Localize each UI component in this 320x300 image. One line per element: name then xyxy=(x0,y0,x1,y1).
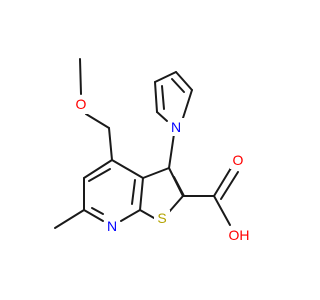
bond-c4-c3a xyxy=(111,159,144,179)
bond-c6-n7 xyxy=(83,209,104,222)
bond-c7a-c3a-double xyxy=(131,179,136,205)
bond-carbonyl xyxy=(213,167,232,197)
bond-pyrrole-c5-n xyxy=(156,111,168,122)
hydroxyl-group-label: OH xyxy=(229,227,250,243)
bond-pyrrole-c4-c5 xyxy=(154,81,158,113)
pyrrole-nitrogen-label: N xyxy=(171,119,181,135)
atom-label-pyrrole-nitrogen: N xyxy=(168,118,184,136)
bond-c3-n1-pyrrole xyxy=(168,133,175,169)
pyridine-ring xyxy=(83,159,144,222)
bond-methyl-oxygen xyxy=(79,58,82,95)
bond-carbonyl-double xyxy=(220,171,239,200)
carboxylic-acid-group xyxy=(182,167,239,226)
atom-label-carbonyl-oxygen: O xyxy=(230,151,246,169)
bond-c2-s1 xyxy=(168,195,184,213)
bond-c4-c5 xyxy=(83,159,113,179)
bond-n7-c7a xyxy=(120,209,141,222)
molecule-structure: O N N S O OH xyxy=(54,58,254,244)
bond-c3a-c3 xyxy=(142,167,170,179)
bond-methylene-ring xyxy=(108,127,113,161)
methoxymethyl-group xyxy=(79,58,113,161)
bond-c7a-c3a xyxy=(139,177,144,211)
bond-pyrrole-c2-c3 xyxy=(175,71,193,91)
bond-s1-c7a xyxy=(139,209,155,219)
bond-carboxyl-oh xyxy=(213,195,231,226)
bond-c4-c5-double xyxy=(88,168,111,182)
pyrrole-ring xyxy=(154,71,193,169)
bond-ring-methyl xyxy=(54,209,85,229)
atom-label-methoxy-oxygen: O xyxy=(73,96,89,114)
atom-label-hydroxyl-group: OH xyxy=(224,226,254,244)
bond-pyrrole-c2-c3-double xyxy=(171,78,185,93)
bond-pyrrole-c4-c5-double xyxy=(161,85,165,110)
bond-oxygen-methylene xyxy=(85,113,110,129)
thiophene-sulfur-label: S xyxy=(157,210,166,226)
atom-label-pyridine-nitrogen: N xyxy=(104,218,120,236)
thiophene-ring xyxy=(139,167,185,219)
bond-npyrrole-c2 xyxy=(182,89,193,119)
pyridine-nitrogen-label: N xyxy=(107,218,117,234)
bond-pyrrole-c3-c4 xyxy=(154,71,177,83)
carbonyl-oxygen-label: O xyxy=(233,152,244,168)
methoxy-oxygen-label: O xyxy=(76,96,87,112)
bond-c3-c2-double xyxy=(173,176,185,197)
bond-c6-n7-double xyxy=(91,207,104,215)
atom-label-thiophene-sulfur: S xyxy=(154,210,170,228)
